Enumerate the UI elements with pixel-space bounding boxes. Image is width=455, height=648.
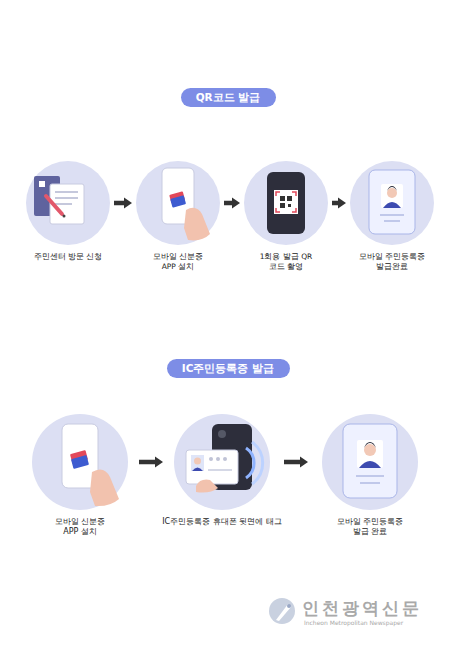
mobile-id-icon-part — [364, 442, 376, 448]
section-pill: IC주민등록증 발급 — [167, 359, 290, 378]
mobile-id-icon — [343, 424, 397, 498]
qr-phone-icon-part — [267, 172, 305, 234]
mobile-id-icon-part — [343, 424, 397, 498]
phone-app-icon-part — [90, 469, 119, 506]
phone-app-icon — [162, 168, 210, 240]
qr-phone-icon-part — [276, 192, 296, 212]
tag-card-icon-part — [218, 430, 226, 438]
tag-card-icon-part — [191, 455, 204, 471]
watermark-emblem — [269, 598, 295, 624]
mobile-id-icon-part — [357, 440, 383, 468]
flow-arrow — [332, 198, 346, 209]
phone-app-icon-part — [71, 455, 89, 469]
application-icon-part — [55, 191, 78, 193]
step-circle: 모바일 주민등록증 발급완료 — [350, 161, 434, 245]
phone-app-icon — [62, 424, 119, 506]
step-circle: IC주민등록증 휴대폰 뒷면에 태그 — [174, 414, 270, 510]
tag-card-icon-part — [209, 457, 213, 461]
step-circles-part — [244, 161, 328, 245]
tag-card-icon — [186, 424, 263, 493]
tag-card-icon-part — [196, 480, 218, 493]
mobile-id-icon-part — [356, 475, 384, 477]
tag-card-icon-part — [246, 448, 254, 478]
qr-phone-icon-part — [280, 196, 285, 201]
step-circles-part — [350, 161, 434, 245]
mobile-id-icon-part — [381, 184, 403, 208]
application-icon-part — [55, 203, 72, 205]
section-title: QR코드 발급 — [196, 91, 261, 104]
qr-phone-icon-part — [280, 203, 285, 208]
section-pill: QR코드 발급 — [181, 88, 276, 107]
mobile-id-icon-part — [360, 482, 380, 484]
step-caption: 모바일 신분증 APP 설치 — [49, 517, 111, 538]
step-circle: 모바일 신분증 APP 설치 — [32, 414, 128, 510]
watermark-emblem-part — [269, 598, 295, 624]
qr-phone-icon-part — [287, 196, 292, 201]
step-circle: 모바일 주민등록증 발급 완료 — [322, 414, 418, 510]
application-icon — [34, 176, 84, 224]
qr-phone-icon — [267, 172, 305, 234]
step-circle: 1회용 발급 QR코드 촬영 — [244, 161, 328, 245]
mobile-id-icon-part — [364, 444, 376, 456]
step-caption: 모바일 신분증 APP 설치 — [149, 252, 207, 272]
application-icon-part — [63, 215, 66, 218]
tag-card-icon-part — [208, 469, 232, 471]
step-circles-part — [136, 161, 220, 245]
mobile-id-icon-part — [380, 214, 404, 216]
watermark-text: Incheon Metropolitan Newspaper — [304, 619, 403, 626]
qr-phone-icon-part — [288, 204, 291, 207]
tag-card-icon-part — [252, 442, 263, 484]
qr-phone-icon-part — [274, 190, 298, 214]
mobile-id-icon-part — [383, 202, 401, 208]
step-circles-part — [322, 414, 418, 510]
watermark-text: 인천광역신문 — [302, 597, 422, 620]
flow-arrow — [114, 198, 132, 209]
step-caption: 모바일 주민등록증 발급완료 — [358, 252, 426, 272]
mobile-id-icon — [369, 170, 415, 234]
step-caption: 1회용 발급 QR코드 촬영 — [258, 252, 314, 272]
mobile-id-icon-part — [384, 220, 400, 222]
step-caption: IC주민등록증 휴대폰 뒷면에 태그 — [147, 517, 297, 527]
tag-card-icon-part — [192, 468, 203, 472]
step-circle: 주민센터 방문 신청 — [26, 161, 110, 245]
application-icon-part — [55, 197, 78, 199]
step-circles-part — [26, 161, 110, 245]
phone-app-icon-part — [170, 195, 186, 207]
phone-app-icon-part — [184, 208, 210, 241]
tag-card-icon-part — [216, 457, 220, 461]
flow-arrow — [224, 198, 240, 209]
section-title: IC주민등록증 발급 — [182, 362, 274, 375]
mobile-id-icon-part — [369, 170, 415, 234]
step-caption: 주민센터 방문 신청 — [20, 252, 116, 262]
mobile-id-icon-part — [387, 188, 397, 198]
tag-card-icon-part — [186, 450, 238, 484]
step-caption: 모바일 주민등록증 발급 완료 — [334, 517, 406, 538]
tag-card-icon-part — [194, 458, 201, 465]
application-icon-part — [46, 196, 62, 214]
watermark-emblem-part — [276, 604, 291, 621]
step-circles — [26, 161, 434, 510]
flow-arrow — [139, 457, 163, 468]
step-circle: 모바일 신분증 APP 설치 — [136, 161, 220, 245]
application-icon-part — [39, 181, 45, 187]
tag-card-icon-part — [223, 457, 227, 461]
step-circles-part — [32, 414, 128, 510]
flow-arrow — [284, 457, 308, 468]
watermark-emblem-part — [287, 604, 291, 608]
mobile-id-icon-part — [387, 186, 397, 191]
step-circles-part — [174, 414, 270, 510]
mobile-id-icon-part — [359, 461, 381, 468]
